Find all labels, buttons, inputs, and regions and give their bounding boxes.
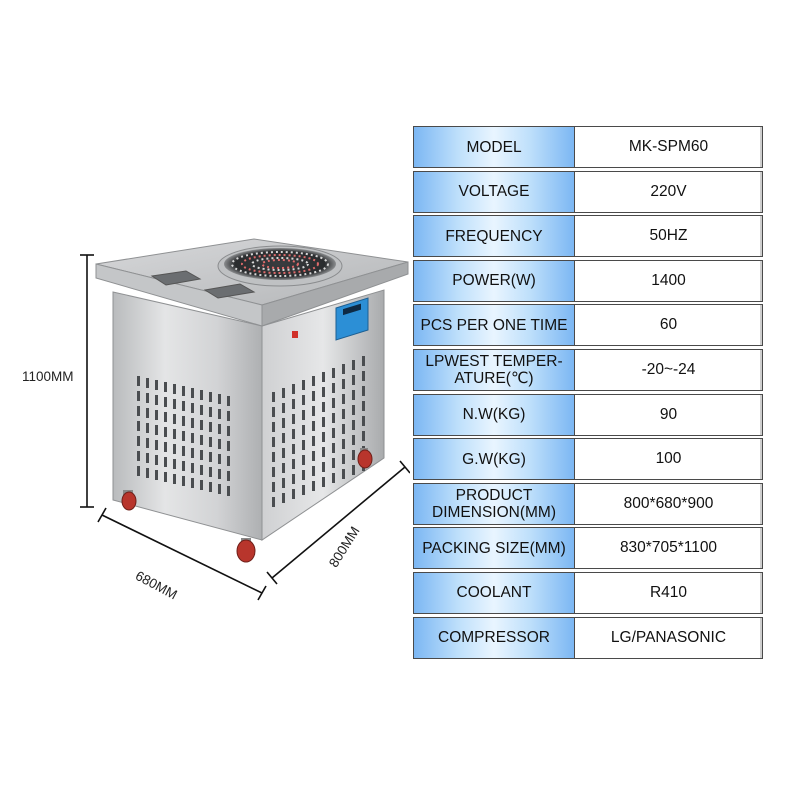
spec-value: 60 xyxy=(574,304,763,347)
spec-value: R410 xyxy=(574,571,763,614)
spec-row: POWER(W)1400 xyxy=(413,259,763,302)
spec-value: 90 xyxy=(574,393,763,436)
spec-label: PRODUCT DIMENSION(MM) xyxy=(413,482,574,525)
front-vents xyxy=(137,376,230,496)
side-vents xyxy=(272,356,365,507)
spec-label: COMPRESSOR xyxy=(413,616,574,659)
control-panel xyxy=(335,297,369,341)
spec-label: MODEL xyxy=(413,126,574,168)
spec-row: LPWEST TEMPER- ATURE(℃)-20~-24 xyxy=(413,348,763,391)
spec-value: 50HZ xyxy=(574,215,763,258)
spec-value: LG/PANASONIC xyxy=(574,616,763,659)
tray-left xyxy=(150,270,202,286)
caster-wheels xyxy=(121,448,373,563)
spec-label: G.W(KG) xyxy=(413,438,574,481)
spec-row: PACKING SIZE(MM)830*705*1100 xyxy=(413,527,763,570)
spec-label: POWER(W) xyxy=(413,259,574,302)
spec-value: 100 xyxy=(574,438,763,481)
spec-value: 830*705*1100 xyxy=(574,527,763,570)
spec-label: VOLTAGE xyxy=(413,170,574,213)
spec-value: -20~-24 xyxy=(574,348,763,391)
spec-value: 1400 xyxy=(574,259,763,302)
spec-label: FREQUENCY xyxy=(413,215,574,258)
tray-right xyxy=(203,283,256,299)
spec-label: PACKING SIZE(MM) xyxy=(413,527,574,570)
spec-label: COOLANT xyxy=(413,571,574,614)
spec-value: MK-SPM60 xyxy=(574,126,763,168)
height-dimension-label: 1100MM xyxy=(22,369,74,384)
spec-value: 800*680*900 xyxy=(574,482,763,525)
power-switch-icon xyxy=(292,331,298,338)
spec-row: G.W(KG)100 xyxy=(413,438,763,481)
spec-label: PCS PER ONE TIME xyxy=(413,304,574,347)
spec-row: PRODUCT DIMENSION(MM)800*680*900 xyxy=(413,482,763,525)
machine-illustration xyxy=(80,238,410,601)
spec-value: 220V xyxy=(574,170,763,213)
dimension-lines xyxy=(80,254,410,601)
spec-label: LPWEST TEMPER- ATURE(℃) xyxy=(413,348,574,391)
spec-label: N.W(KG) xyxy=(413,393,574,436)
spec-row: N.W(KG)90 xyxy=(413,393,763,436)
